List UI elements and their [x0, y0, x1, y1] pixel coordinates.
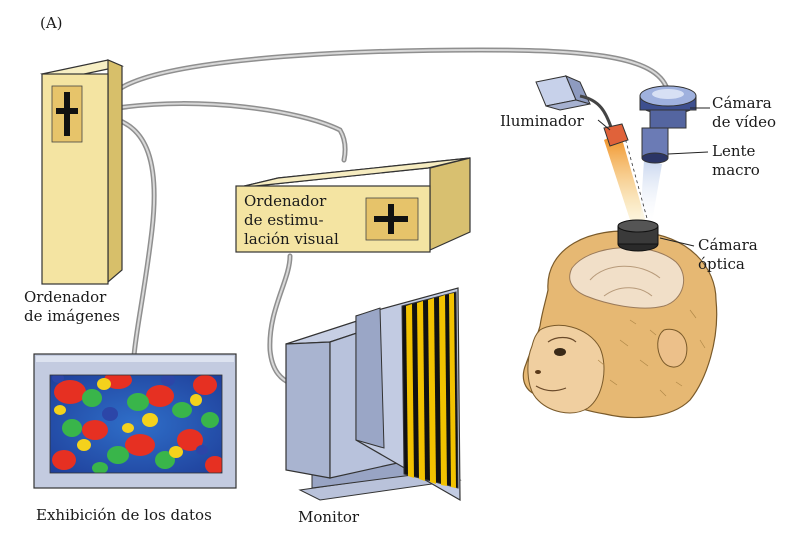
label-data-display: Exhibición de los datos — [36, 506, 212, 524]
data-display — [33, 353, 237, 489]
monitor — [285, 287, 462, 502]
cable-imaging-to-stimulus — [115, 101, 348, 163]
illuminator — [535, 75, 629, 147]
label-illuminator: Iluminador — [500, 112, 584, 130]
label-monitor: Monitor — [298, 508, 360, 526]
imaging-computer — [40, 59, 124, 285]
leader-lines — [597, 107, 710, 247]
label-macro-lens: Lente macro — [712, 142, 760, 180]
monkey-face — [527, 324, 605, 414]
monitor-grating-stripes — [406, 293, 456, 488]
label-stimulus-computer-line-1: Ordenador — [244, 192, 327, 210]
label-video-camera-line-1: Cámara — [712, 94, 772, 112]
label-macro-lens-line-2: macro — [712, 161, 760, 179]
label-imaging-computer-line-1: Ordenador — [24, 288, 107, 306]
monkey-head — [522, 230, 718, 419]
label-imaging-computer-line-2: de imágenes — [24, 307, 120, 325]
panel-label: (A) — [40, 14, 63, 32]
illumination-beam — [604, 132, 646, 226]
label-video-camera: Cámara de vídeo — [712, 94, 776, 132]
label-macro-lens-line-1: Lente — [712, 142, 756, 160]
label-video-camera-line-2: de vídeo — [712, 113, 777, 131]
label-optical-chamber-line-2: óptica — [698, 255, 745, 273]
label-stimulus-computer-line-2: de estimu- — [244, 211, 324, 229]
label-optical-chamber-line-1: Cámara — [698, 236, 758, 254]
label-optical-chamber: Cámara óptica — [698, 236, 758, 274]
orientation-map — [50, 375, 222, 473]
stimulus-computer — [235, 157, 471, 253]
video-camera — [639, 85, 697, 164]
optical-chamber — [617, 219, 659, 252]
cable-imaging-to-video-camera — [115, 47, 671, 95]
monkey-ear — [657, 328, 688, 368]
label-stimulus-computer-line-3: lación visual — [244, 230, 339, 248]
label-stimulus-computer: Ordenador de estimu- lación visual — [244, 192, 339, 249]
label-imaging-computer: Ordenador de imágenes — [24, 288, 120, 326]
light-beams — [604, 132, 662, 226]
imaging-beam — [640, 160, 662, 222]
